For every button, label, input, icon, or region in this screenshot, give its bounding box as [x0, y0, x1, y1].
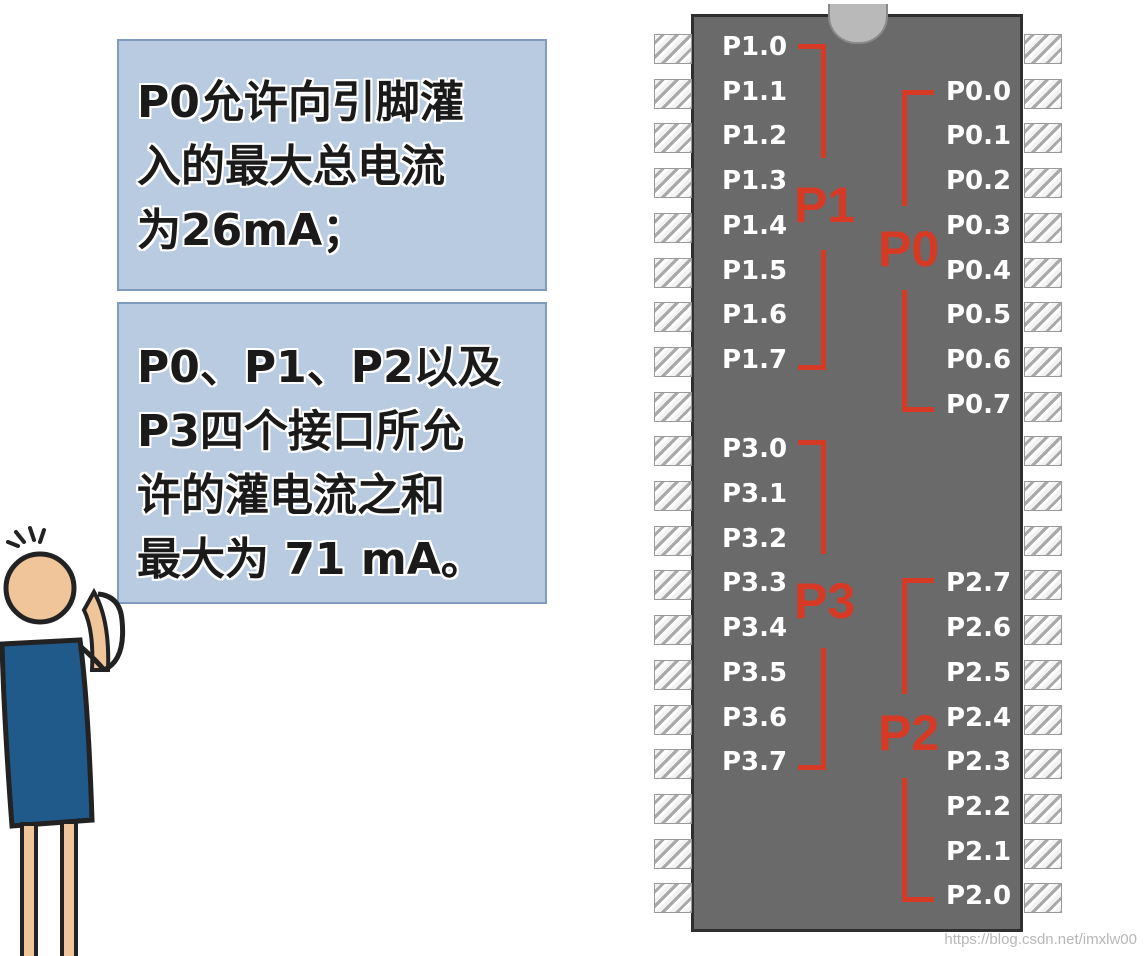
- p3-bracket-top: [798, 440, 826, 554]
- chip-pin-left: [654, 481, 692, 511]
- pin-label-left: P3.4: [722, 613, 788, 644]
- chip-pin-left: [654, 525, 692, 556]
- pin-label-left: P3.0: [722, 434, 788, 465]
- pin-label-right: P2.1: [946, 836, 1012, 867]
- note-line: P3四个接口所允: [137, 406, 464, 457]
- pin-label-right: P2.7: [946, 568, 1012, 599]
- pin-label-left: P1.7: [722, 344, 788, 375]
- chip-pin-right: [1024, 659, 1062, 690]
- chip-pin-left: [654, 346, 692, 377]
- pin-label-left: P3.6: [722, 702, 788, 733]
- chip-pin-left: [654, 793, 692, 824]
- pin-label-right: P0.6: [946, 344, 1012, 375]
- pin-label-left: P1.2: [722, 121, 788, 152]
- note-box-sink-current: P0允许向引脚灌 入的最大总电流 为26mA；: [117, 39, 547, 291]
- chip-pin-left: [654, 838, 692, 869]
- port-label-p3: P3: [794, 573, 856, 629]
- pin-label-right: P0.4: [946, 255, 1012, 286]
- note-box-total-current: P0、P1、P2以及 P3四个接口所允 许的灌电流之和 最大为 71 mA。: [117, 302, 547, 604]
- watermark: https://blog.csdn.net/imxlw00: [944, 931, 1137, 948]
- port-label-p2: P2: [878, 705, 940, 761]
- pin-label-left: P1.0: [722, 32, 788, 62]
- p0-bracket-bottom: [902, 290, 934, 412]
- note-line: 许的灌电流之和: [137, 470, 445, 521]
- pin-label-left: P3.3: [722, 568, 788, 599]
- chip-pin-left: [654, 704, 692, 735]
- pin-label-right: P0.5: [946, 300, 1012, 331]
- chip-pin-right: [1024, 257, 1062, 288]
- note-line: 最大为 71 mA。: [137, 534, 485, 585]
- chip-pin-right: [1024, 704, 1062, 735]
- chip-pin-left: [654, 168, 692, 199]
- note-line: P0允许向引脚灌: [137, 77, 464, 128]
- pin-label-right: P0.0: [946, 76, 1012, 107]
- port-label-p1: P1: [794, 177, 856, 233]
- pin-label-right: P2.3: [946, 747, 1012, 778]
- chip-pin-left: [654, 34, 692, 64]
- chip-pin-left: [654, 123, 692, 154]
- chip-pin-right: [1024, 883, 1062, 914]
- chip-pin-right: [1024, 302, 1062, 333]
- chip-pin-left: [654, 883, 692, 914]
- chip-pin-left: [654, 391, 692, 422]
- chip-pin-right: [1024, 615, 1062, 646]
- chip-pin-right: [1024, 481, 1062, 511]
- chip-pin-right: [1024, 525, 1062, 556]
- pin-label-left: P3.1: [722, 479, 788, 509]
- chip-pin-left: [654, 570, 692, 601]
- p1-bracket-bottom: [798, 250, 826, 370]
- chip-pin-right: [1024, 212, 1062, 243]
- chip-pin-right: [1024, 123, 1062, 154]
- pin-label-left: P3.5: [722, 657, 788, 688]
- chip-pin-right: [1024, 749, 1062, 780]
- pin-label-left: P1.5: [722, 255, 788, 286]
- pin-label-right: P0.3: [946, 210, 1012, 241]
- chip-pin-right: [1024, 436, 1062, 467]
- chip-pin-right: [1024, 346, 1062, 377]
- chip-pin-right: [1024, 34, 1062, 64]
- person-figure: [0, 526, 126, 956]
- pin-label-left: P1.1: [722, 76, 788, 107]
- note-line: 为26mA；: [137, 205, 367, 256]
- pin-label-right: P0.2: [946, 166, 1012, 197]
- port-label-p0: P0: [878, 221, 940, 277]
- p2-bracket-top: [902, 578, 934, 694]
- pin-label-left: P3.7: [722, 747, 788, 778]
- chip-pin-left: [654, 749, 692, 780]
- chip-pin-right: [1024, 391, 1062, 422]
- note-line: P0、P1、P2以及: [137, 342, 502, 393]
- chip-pin-right: [1024, 838, 1062, 869]
- pin-label-right: P0.1: [946, 121, 1012, 152]
- pin-label-right: P2.5: [946, 657, 1012, 688]
- chip-body: [691, 14, 1023, 932]
- note-line: 入的最大总电流: [137, 141, 445, 192]
- pin-label-left: P1.4: [722, 210, 788, 241]
- chip-notch: [828, 4, 888, 44]
- cartoon-person-illustration: [0, 526, 126, 956]
- p0-bracket-top: [902, 90, 934, 206]
- chip-pin-right: [1024, 168, 1062, 199]
- pin-label-right: P0.7: [946, 389, 1012, 420]
- chip-pin-left: [654, 615, 692, 646]
- pin-label-right: P2.2: [946, 791, 1012, 822]
- chip-pin-right: [1024, 793, 1062, 824]
- chip-pin-left: [654, 212, 692, 243]
- chip-pin-right: [1024, 570, 1062, 601]
- pin-label-left: P1.3: [722, 166, 788, 197]
- chip-pin-right: [1024, 78, 1062, 109]
- chip-pin-left: [654, 78, 692, 109]
- p1-bracket-top: [798, 44, 826, 158]
- pin-label-left: P3.2: [722, 523, 788, 554]
- p3-bracket-bottom: [798, 648, 826, 770]
- pin-label-right: P2.0: [946, 881, 1012, 912]
- pin-label-right: P2.6: [946, 613, 1012, 644]
- pin-label-right: P2.4: [946, 702, 1012, 733]
- pin-label-left: P1.6: [722, 300, 788, 331]
- p2-bracket-bottom: [902, 778, 934, 902]
- chip-pin-left: [654, 659, 692, 690]
- chip-pin-left: [654, 436, 692, 467]
- chip-pin-left: [654, 302, 692, 333]
- chip-pin-left: [654, 257, 692, 288]
